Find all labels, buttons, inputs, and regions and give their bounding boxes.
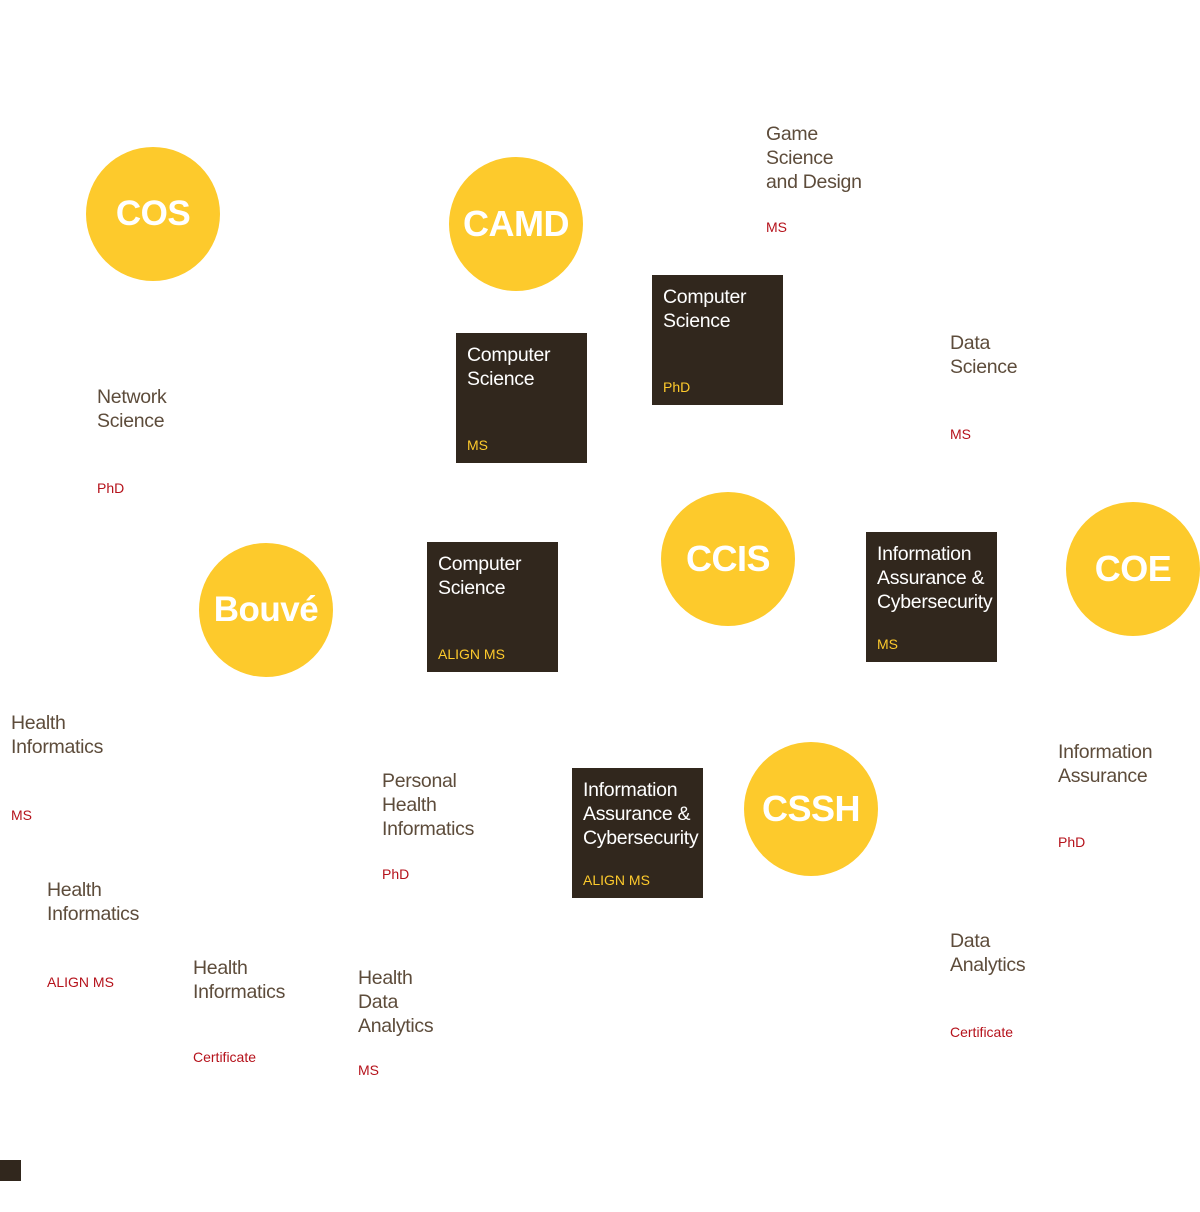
program-name: Computer Science: [663, 286, 747, 332]
program-degree: ALIGN MS: [583, 872, 650, 888]
program-name: Game Science and Design: [766, 123, 862, 193]
program-degree: ALIGN MS: [438, 646, 505, 662]
program-degree: Certificate: [193, 1049, 257, 1065]
program-name: Health Informatics: [11, 712, 104, 758]
program-degree: MS: [467, 437, 488, 453]
program-health-informatics-ms[interactable]: Health Informatics MS: [11, 711, 104, 823]
college-cssh[interactable]: CSSH: [744, 742, 878, 876]
college-ccis[interactable]: CCIS: [661, 492, 795, 626]
program-data-science[interactable]: Data Science MS: [950, 331, 1018, 442]
program-name: Information Assurance: [1058, 741, 1153, 787]
program-name: Health Informatics: [193, 957, 286, 1003]
program-box-computer-science-align-ms[interactable]: Computer Science ALIGN MS: [427, 542, 558, 672]
program-information-assurance-phd[interactable]: Information Assurance PhD: [1058, 740, 1153, 850]
program-degree: PhD: [382, 866, 410, 882]
college-bouve[interactable]: Bouvé: [199, 543, 333, 677]
program-degree: PhD: [1058, 834, 1086, 850]
program-network-science[interactable]: Network Science PhD: [97, 385, 167, 496]
program-name: Health Informatics: [47, 879, 140, 925]
program-health-data-analytics[interactable]: Health Data Analytics MS: [358, 966, 434, 1078]
college-label: COE: [1094, 548, 1172, 589]
program-name: Data Science: [950, 332, 1018, 378]
program-degree: Certificate: [950, 1024, 1014, 1040]
program-name: Information Assurance & Cybersecurity: [877, 543, 993, 613]
program-data-analytics-certificate[interactable]: Data Analytics Certificate: [950, 929, 1026, 1040]
program-box-information-assurance-cybersecurity-align-ms[interactable]: Information Assurance & Cybersecurity AL…: [572, 768, 703, 898]
program-health-informatics-certificate[interactable]: Health Informatics Certificate: [193, 956, 286, 1065]
college-cos[interactable]: COS: [86, 147, 220, 281]
program-name: Information Assurance & Cybersecurity: [583, 779, 699, 849]
program-box-computer-science-phd[interactable]: Computer Science PhD: [652, 275, 783, 405]
college-label: CCIS: [685, 538, 771, 579]
program-degree: MS: [950, 426, 971, 442]
program-degree: ALIGN MS: [47, 974, 114, 990]
program-degree: MS: [358, 1062, 379, 1078]
square-marker: [0, 1160, 21, 1181]
program-degree: MS: [877, 636, 898, 652]
program-degree: MS: [11, 807, 32, 823]
program-degree: PhD: [97, 480, 125, 496]
program-degree: PhD: [663, 379, 691, 395]
program-name: Network Science: [97, 386, 167, 432]
program-health-informatics-align-ms[interactable]: Health Informatics ALIGN MS: [47, 878, 140, 990]
college-label: COS: [115, 194, 191, 233]
program-degree: MS: [766, 219, 787, 235]
college-label: Bouvé: [213, 590, 319, 629]
program-box-computer-science-ms[interactable]: Computer Science MS: [456, 333, 587, 463]
program-name: Computer Science: [467, 344, 551, 390]
program-name: Health Data Analytics: [358, 967, 434, 1037]
program-game-science-and-design[interactable]: Game Science and Design MS: [766, 122, 862, 235]
college-camd[interactable]: CAMD: [449, 157, 583, 291]
college-label: CAMD: [463, 203, 569, 244]
college-label: CSSH: [761, 788, 861, 829]
program-name: Data Analytics: [950, 930, 1026, 976]
program-box-information-assurance-cybersecurity-ms[interactable]: Information Assurance & Cybersecurity MS: [866, 532, 997, 662]
program-name: Computer Science: [438, 553, 522, 599]
college-coe[interactable]: COE: [1066, 502, 1200, 636]
program-personal-health-informatics[interactable]: Personal Health Informatics PhD: [382, 769, 475, 882]
program-name: Personal Health Informatics: [382, 770, 475, 840]
